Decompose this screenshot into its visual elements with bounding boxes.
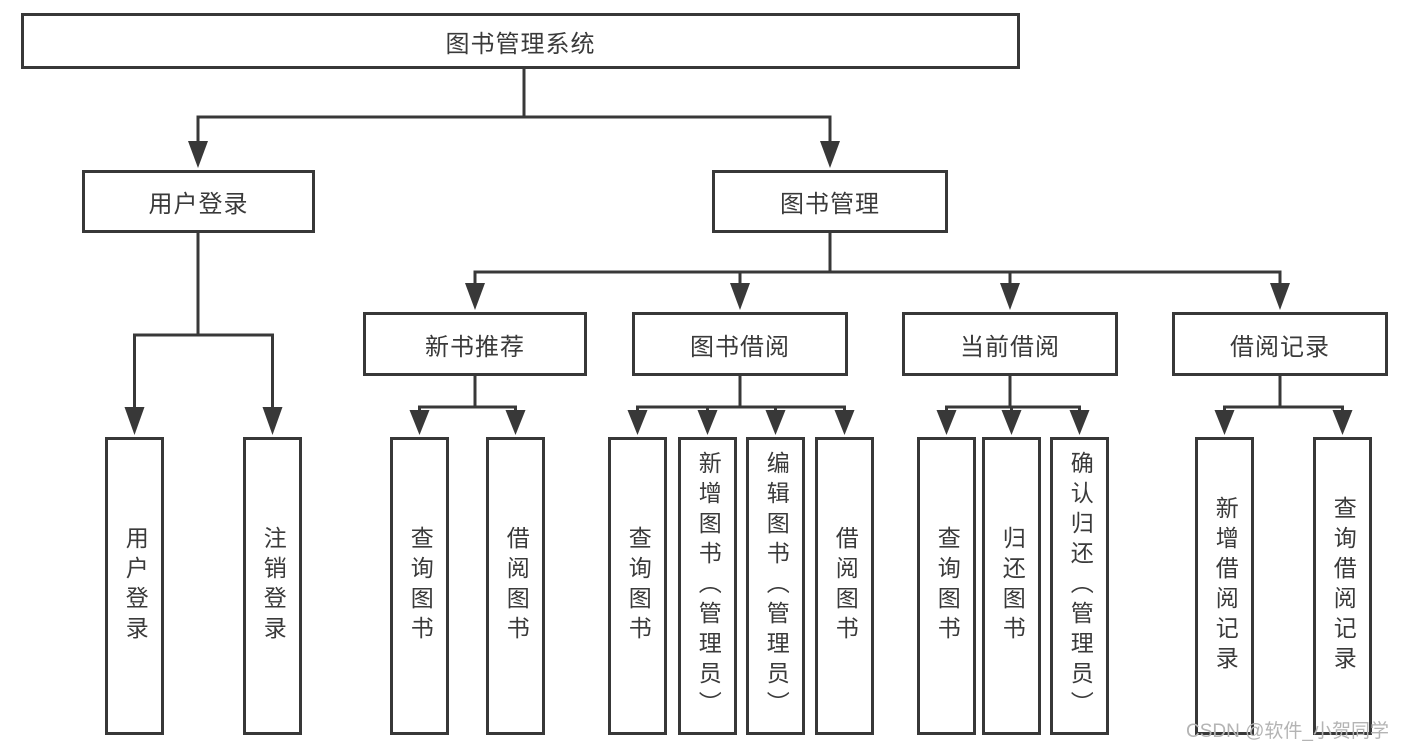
watermark: CSDN @软件_小贺同学	[1186, 721, 1389, 742]
leaf-user-login: 用户登录	[105, 437, 164, 735]
leaf-query-books-borrow: 查询图书	[608, 437, 667, 735]
leaf-add-borrow-record-label: 新增借阅记录	[1212, 496, 1239, 676]
node-user-login: 用户登录	[82, 170, 315, 233]
leaf-return-books: 归还图书	[982, 437, 1041, 735]
leaf-query-books-recommend: 查询图书	[390, 437, 449, 735]
node-root-system: 图书管理系统	[21, 13, 1020, 69]
node-book-management-label: 图书管理	[780, 191, 880, 218]
node-current-borrow: 当前借阅	[902, 312, 1118, 376]
leaf-add-books-admin: 新增图书（管理员）	[678, 437, 737, 735]
leaf-edit-books-admin: 编辑图书（管理员）	[746, 437, 805, 735]
node-borrow-records-label: 借阅记录	[1230, 333, 1330, 361]
leaf-query-borrow-record-label: 查询借阅记录	[1330, 496, 1357, 676]
leaf-borrow-books-recommend: 借阅图书	[486, 437, 545, 735]
node-book-borrow: 图书借阅	[632, 312, 848, 376]
leaf-borrow-books-label: 借阅图书	[832, 526, 859, 646]
node-current-borrow-label: 当前借阅	[960, 333, 1060, 361]
leaf-user-login-label: 用户登录	[122, 526, 149, 646]
node-book-borrow-label: 图书借阅	[690, 333, 790, 361]
node-borrow-records: 借阅记录	[1172, 312, 1388, 376]
leaf-edit-books-admin-label: 编辑图书（管理员）	[763, 451, 790, 721]
leaf-add-books-admin-label: 新增图书（管理员）	[695, 451, 722, 721]
leaf-query-books-recommend-label: 查询图书	[407, 526, 434, 646]
leaf-return-books-label: 归还图书	[999, 526, 1026, 646]
leaf-add-borrow-record: 新增借阅记录	[1195, 437, 1254, 735]
leaf-logout: 注销登录	[243, 437, 302, 735]
node-user-login-label: 用户登录	[148, 191, 249, 218]
leaf-confirm-return-admin: 确认归还（管理员）	[1050, 437, 1109, 735]
node-new-book-recommend: 新书推荐	[363, 312, 587, 376]
leaf-query-books-current-label: 查询图书	[934, 526, 961, 646]
leaf-query-books-borrow-label: 查询图书	[625, 526, 652, 646]
leaf-query-books-current: 查询图书	[917, 437, 976, 735]
node-root-system-label: 图书管理系统	[445, 30, 596, 58]
leaf-logout-label: 注销登录	[260, 526, 287, 646]
leaf-borrow-books: 借阅图书	[815, 437, 874, 735]
arrowhead-icons	[124, 141, 1353, 435]
leaf-confirm-return-admin-label: 确认归还（管理员）	[1067, 451, 1094, 721]
leaf-borrow-books-recommend-label: 借阅图书	[503, 526, 530, 646]
node-new-book-recommend-label: 新书推荐	[425, 333, 525, 361]
leaf-query-borrow-record: 查询借阅记录	[1313, 437, 1372, 735]
node-book-management: 图书管理	[712, 170, 948, 233]
